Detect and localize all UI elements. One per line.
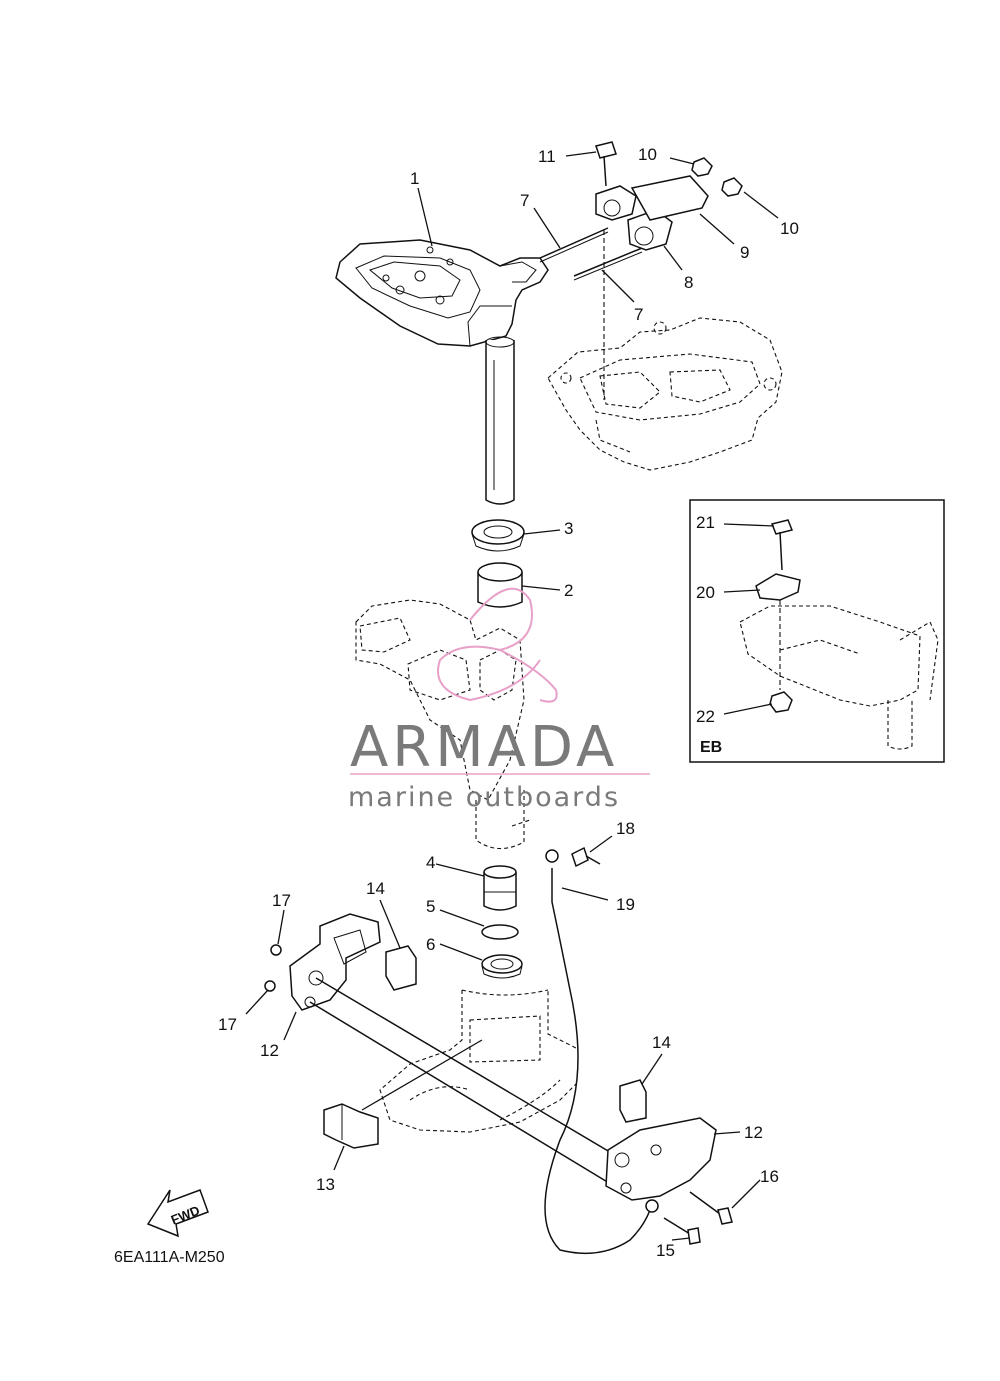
clamp-tubes: [309, 977, 621, 1187]
lower-casing-ghost: [379, 989, 591, 1133]
callout-17-lower: 17: [218, 1015, 237, 1034]
callout-6: 6: [426, 935, 435, 954]
watermark-tagline: marine outboards: [348, 782, 620, 813]
clamp-bracket-left-part-12: [289, 913, 381, 1011]
callout-12-right: 12: [744, 1123, 763, 1142]
callout-20: 20: [696, 583, 715, 602]
callout-14-right: 14: [652, 1033, 671, 1052]
plate-part-20: [755, 573, 801, 601]
diagram-code: 6EA111A-M250: [114, 1249, 225, 1266]
callout-22: 22: [696, 707, 715, 726]
callout-5: 5: [426, 897, 435, 916]
watermark-brand: ARMADA: [350, 715, 618, 780]
fwd-arrow-icon: [146, 1189, 209, 1238]
o-ring-part-5: [481, 924, 519, 940]
engine-bottom-cowling-ghost: [547, 317, 783, 471]
callout-9: 9: [740, 243, 749, 262]
callout-3: 3: [564, 519, 573, 538]
collar-part-3: [471, 519, 525, 552]
seal-part-6: [481, 954, 523, 979]
pad-part-13: [323, 1103, 379, 1149]
steering-bracket-part-1: [335, 239, 549, 505]
clamp-bracket-right-part-12: [605, 1117, 717, 1201]
inset-eb: [689, 499, 945, 763]
callout-7-lower: 7: [634, 305, 643, 324]
callout-15: 15: [656, 1241, 675, 1260]
callout-18: 18: [616, 819, 635, 838]
inset-label: EB: [700, 739, 722, 756]
callout-2: 2: [564, 581, 573, 600]
callout-19: 19: [616, 895, 635, 914]
callout-13: 13: [316, 1175, 335, 1194]
callout-numbers: 1 7 7 8 9 10 10 11 3 2 4 5 6 18 19 17 17…: [218, 145, 799, 1260]
callout-11: 11: [538, 147, 556, 166]
pad-left-part-14: [385, 945, 417, 991]
callout-10-right: 10: [780, 219, 799, 238]
bolt-part-21: [770, 519, 794, 571]
callout-7-upper: 7: [520, 191, 529, 210]
mount-rubber-part-8: [595, 185, 673, 251]
callout-21: 21: [696, 513, 715, 532]
callout-1: 1: [410, 169, 419, 188]
bolt-part-16: [689, 1191, 733, 1225]
bushing-part-2: [477, 562, 523, 608]
callout-14-left: 14: [366, 879, 385, 898]
screw-part-18: [571, 846, 601, 868]
plate-part-9: [630, 175, 709, 221]
pad-right-part-14: [619, 1079, 647, 1123]
leader-lines: [245, 151, 779, 1241]
callout-16: 16: [760, 1167, 779, 1186]
bolt-part-15: [663, 1217, 701, 1245]
bolt-part-11: [595, 141, 617, 187]
callout-12-left: 12: [260, 1041, 279, 1060]
callout-8: 8: [684, 273, 693, 292]
callout-4: 4: [426, 853, 435, 872]
callout-10-left: 10: [638, 145, 657, 164]
washer-nut-part-17: [264, 944, 282, 992]
nut-part-10: [691, 157, 743, 197]
bushing-part-4: [483, 865, 517, 911]
watermark-logo: [350, 587, 650, 775]
stud-bolts-part-7: [539, 227, 643, 281]
callout-17-upper: 17: [272, 891, 291, 910]
